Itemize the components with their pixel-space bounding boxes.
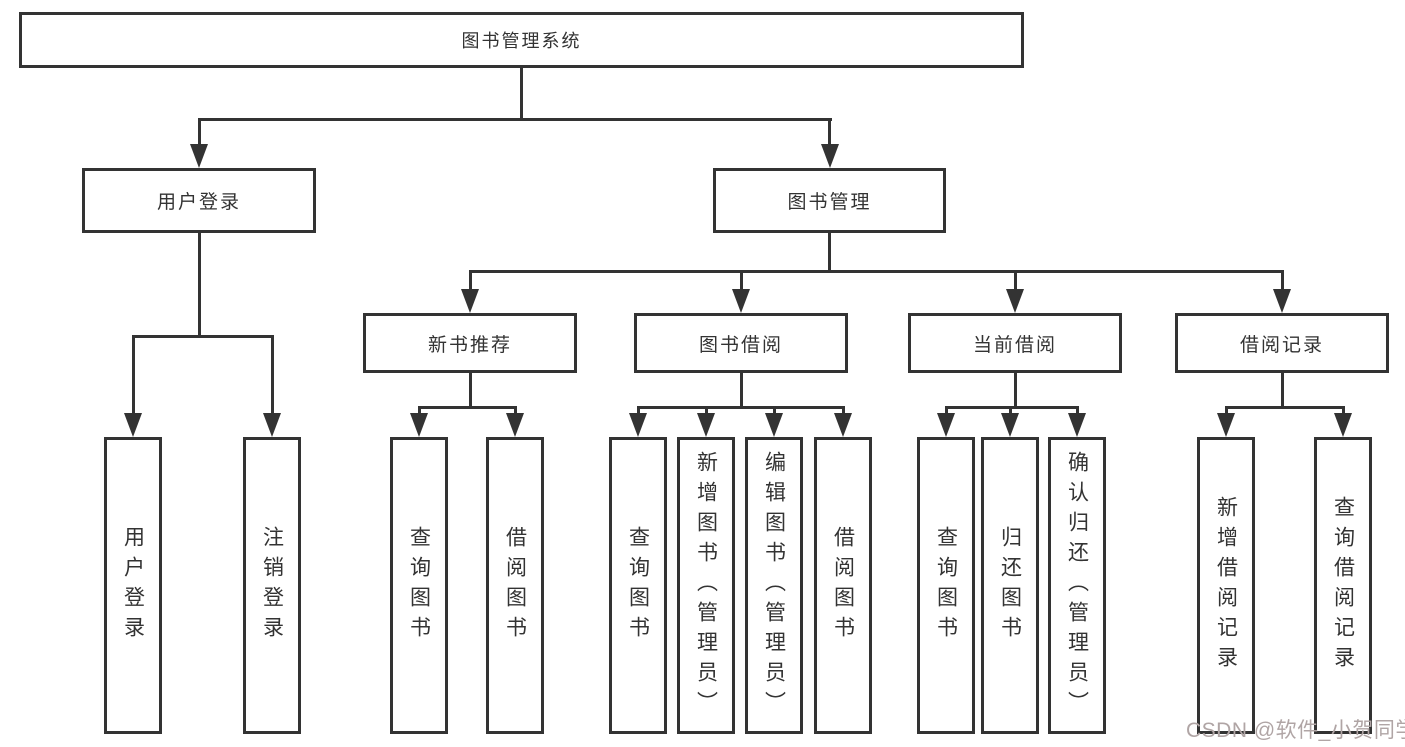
leaf-br-add-record-label: 新增借阅记录 — [1214, 495, 1238, 676]
node-borrow-records-label: 借阅记录 — [1239, 334, 1324, 356]
connector-nbr-drop-1 — [417, 406, 421, 416]
leaf-bb-borrow-books: 借阅图书 — [814, 437, 872, 734]
arrow-down-icon — [461, 289, 479, 313]
connector-bb-stem — [739, 373, 743, 409]
node-root: 图书管理系统 — [19, 12, 1024, 68]
leaf-bb-edit-books-admin: 编辑图书（管理员） — [745, 437, 803, 734]
leaf-cb-confirm-return-admin-label: 确认归还（管理员） — [1065, 450, 1089, 721]
connector-br-drop-2 — [1341, 406, 1345, 416]
leaf-br-query-record-label: 查询借阅记录 — [1331, 495, 1355, 676]
leaf-nbr-query-books: 查询图书 — [390, 437, 448, 734]
arrow-down-icon — [697, 413, 715, 437]
node-current-borrowing: 当前借阅 — [908, 313, 1122, 373]
connector-cb-stem — [1013, 373, 1017, 409]
node-book-management-label: 图书管理 — [787, 192, 872, 213]
leaf-bb-query-books-label: 查询图书 — [626, 525, 650, 646]
connector-bb-hline — [636, 406, 845, 409]
leaf-nbr-query-books-label: 查询图书 — [407, 525, 431, 646]
leaf-cb-query-books: 查询图书 — [917, 437, 975, 734]
connector-bb-drop-4 — [841, 406, 845, 416]
connector-book-mgmt-stem — [828, 233, 831, 273]
connector-cb-hline — [944, 406, 1079, 409]
node-new-book-recommend: 新书推荐 — [363, 313, 577, 373]
connector-nbr-hline — [417, 406, 517, 409]
leaf-bb-query-books: 查询图书 — [609, 437, 667, 734]
connector-br-hline — [1224, 406, 1345, 409]
connector-root-drop-book-mgmt — [828, 118, 831, 147]
connector-book-mgmt-drop-4 — [1280, 270, 1284, 292]
connector-root-drop-user-login — [197, 118, 201, 147]
arrow-down-icon — [1001, 413, 1019, 437]
arrow-down-icon — [124, 413, 142, 437]
connector-user-login-hline — [131, 335, 274, 338]
leaf-br-add-record: 新增借阅记录 — [1197, 437, 1255, 734]
connector-cb-drop-3 — [1075, 406, 1079, 416]
leaf-user-login-label: 用户登录 — [121, 525, 145, 646]
node-user-login-label: 用户登录 — [156, 192, 241, 213]
connector-user-login-drop-1 — [131, 335, 135, 415]
connector-cb-drop-2 — [1008, 406, 1012, 416]
connector-bb-drop-3 — [772, 406, 776, 416]
leaf-logout: 注销登录 — [243, 437, 301, 734]
arrow-down-icon — [629, 413, 647, 437]
arrow-down-icon — [1068, 413, 1086, 437]
leaf-bb-add-books-admin: 新增图书（管理员） — [677, 437, 735, 734]
connector-user-login-stem — [197, 233, 201, 338]
arrow-down-icon — [1334, 413, 1352, 437]
node-book-management: 图书管理 — [713, 168, 946, 233]
connector-book-mgmt-drop-1 — [468, 270, 472, 292]
leaf-logout-label: 注销登录 — [260, 525, 284, 646]
node-user-login: 用户登录 — [82, 168, 316, 233]
arrow-down-icon — [410, 413, 428, 437]
leaf-nbr-borrow-books: 借阅图书 — [486, 437, 544, 734]
arrow-down-icon — [263, 413, 281, 437]
leaf-br-query-record: 查询借阅记录 — [1314, 437, 1372, 734]
leaf-bb-edit-books-admin-label: 编辑图书（管理员） — [762, 450, 786, 721]
connector-root-hline — [197, 118, 832, 121]
leaf-cb-return-books: 归还图书 — [981, 437, 1039, 734]
leaf-cb-confirm-return-admin: 确认归还（管理员） — [1048, 437, 1106, 734]
leaf-cb-query-books-label: 查询图书 — [934, 525, 958, 646]
node-book-borrowing-label: 图书借阅 — [698, 334, 783, 356]
leaf-user-login: 用户登录 — [104, 437, 162, 734]
node-new-book-recommend-label: 新书推荐 — [427, 334, 512, 356]
connector-nbr-stem — [468, 373, 472, 409]
connector-book-mgmt-drop-2 — [739, 270, 743, 292]
arrow-down-icon — [1217, 413, 1235, 437]
connector-br-stem — [1280, 373, 1284, 409]
arrow-down-icon — [937, 413, 955, 437]
connector-bb-drop-1 — [636, 406, 640, 416]
connector-book-mgmt-drop-3 — [1013, 270, 1017, 292]
arrow-down-icon — [1273, 289, 1291, 313]
leaf-nbr-borrow-books-label: 借阅图书 — [503, 525, 527, 646]
node-borrow-records: 借阅记录 — [1175, 313, 1389, 373]
leaf-bb-borrow-books-label: 借阅图书 — [831, 525, 855, 646]
arrow-down-icon — [732, 289, 750, 313]
node-root-label: 图书管理系统 — [461, 31, 582, 51]
connector-br-drop-1 — [1224, 406, 1228, 416]
csdn-watermark: CSDN @软件_小贺同学 — [1186, 719, 1405, 742]
arrow-down-icon — [1006, 289, 1024, 313]
connector-root-stem — [520, 68, 523, 119]
connector-cb-drop-1 — [944, 406, 948, 416]
arrow-down-icon — [765, 413, 783, 437]
leaf-bb-add-books-admin-label: 新增图书（管理员） — [694, 450, 718, 721]
arrow-down-icon — [190, 144, 208, 168]
arrow-down-icon — [834, 413, 852, 437]
leaf-cb-return-books-label: 归还图书 — [998, 525, 1022, 646]
connector-bb-drop-2 — [704, 406, 708, 416]
node-book-borrowing: 图书借阅 — [634, 313, 848, 373]
arrow-down-icon — [506, 413, 524, 437]
connector-user-login-drop-2 — [270, 335, 274, 415]
connector-book-mgmt-hline — [468, 270, 1284, 273]
node-current-borrowing-label: 当前借阅 — [972, 334, 1057, 356]
arrow-down-icon — [820, 144, 839, 168]
connector-nbr-drop-2 — [513, 406, 517, 416]
